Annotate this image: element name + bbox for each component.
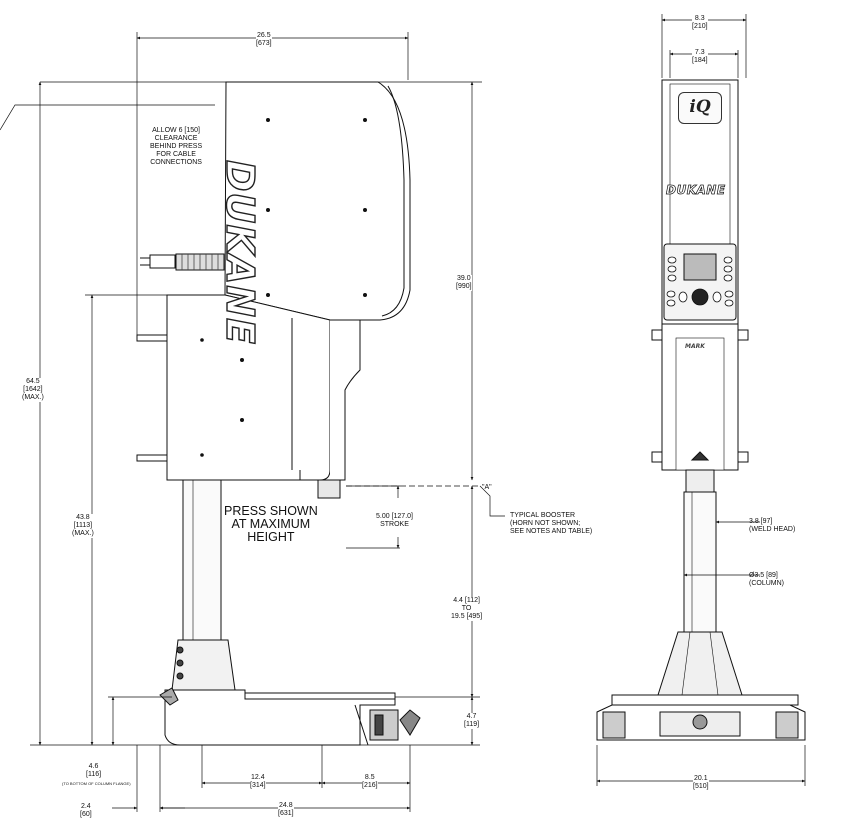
dim-head-width: 7.3[184] <box>692 49 708 65</box>
front-base <box>611 694 799 706</box>
front-flange <box>657 631 743 696</box>
weld-head-housing <box>224 81 411 321</box>
dim-8-5: 8.5[216] <box>362 774 378 790</box>
flange-note: (TO BOTTOM OF COLUMN FLANGE) <box>62 781 131 786</box>
dim-column-height: 43.8[1113] (MAX.) <box>72 514 94 538</box>
side-view <box>136 81 421 746</box>
dim-column-dia: Ø3.5 [89](COLUMN) <box>749 572 784 587</box>
dim-overall-width: 26.5[673] <box>256 32 272 48</box>
dim-flange-height: 4.6[116] <box>86 763 102 779</box>
front-view <box>596 79 806 741</box>
dim-daylight: 4.4 [112]TO 19.5 [495] <box>451 597 483 621</box>
brand-logo-side: DUKANE <box>217 159 262 346</box>
booster-note: TYPICAL BOOSTER(HORN NOT SHOWN; SEE NOTE… <box>510 512 593 535</box>
booster-tip <box>317 479 341 499</box>
dim-base-width: 20.1[510] <box>693 775 709 791</box>
dim-24-8: 24.8[631] <box>278 802 294 818</box>
dim-2-4: 2.4[60] <box>80 803 92 819</box>
front-column <box>683 491 717 633</box>
dim-base-height: 4.7[119] <box>464 713 480 729</box>
booster-ref: "A" <box>482 484 492 491</box>
brand-logo-front: DUKANE <box>666 183 726 198</box>
dim-front-width: 8.3[210] <box>692 15 708 31</box>
lcd-screen <box>683 253 717 281</box>
dim-stroke: 5.00 [127.0]STROKE <box>376 513 413 528</box>
column <box>182 479 222 641</box>
front-plate-label: MARK <box>685 343 705 350</box>
dim-12-4: 12.4[314] <box>250 774 266 790</box>
dim-overall-height: 64.5[1642] (MAX.) <box>22 378 44 402</box>
dim-head-height: 39.0[990] <box>456 275 472 291</box>
iq-logo: iQ <box>678 92 722 124</box>
dim-weld-head: 3.8 [97](WELD HEAD) <box>749 518 796 533</box>
cable-connector <box>149 254 176 269</box>
side-dimensions <box>0 32 505 812</box>
